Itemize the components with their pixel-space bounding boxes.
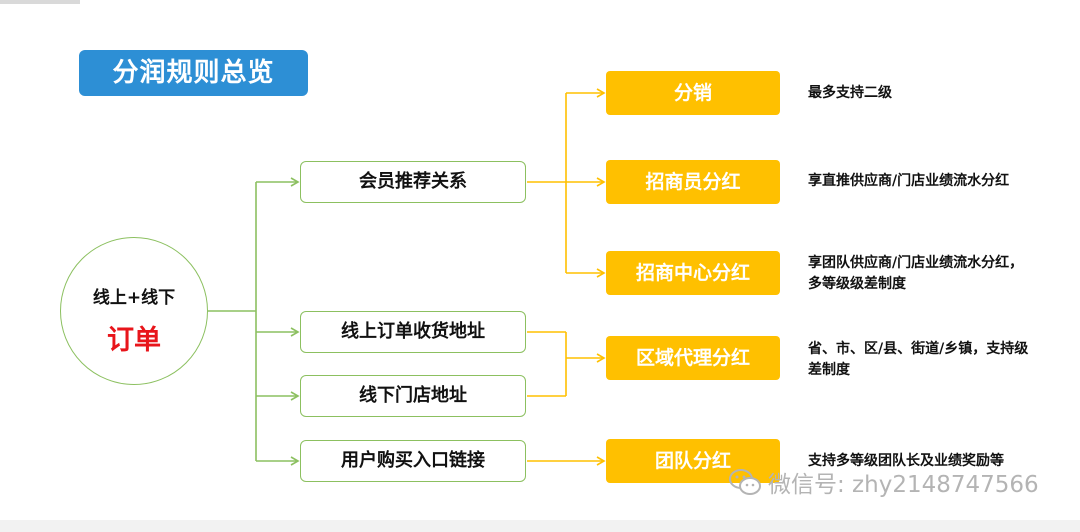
node-recruitment-center-bonus: 招商中心分红 <box>606 251 780 295</box>
node-online-address: 线上订单收货地址 <box>300 311 526 353</box>
node-member-referral: 会员推荐关系 <box>300 161 526 203</box>
root-node-line1: 线上+线下 <box>92 288 176 308</box>
node-recruiter-bonus: 招商员分红 <box>606 160 780 204</box>
wechat-icon <box>729 469 761 495</box>
node-regional-agent-bonus: 区域代理分红 <box>606 336 780 380</box>
node-offline-store-address: 线下门店地址 <box>300 375 526 417</box>
yellow-connectors <box>527 88 606 466</box>
desc-recruiter-bonus: 享直推供应商/门店业绩流水分红 <box>808 173 1010 189</box>
desc-distribution: 最多支持二级 <box>808 85 892 101</box>
watermark-text: 微信号: zhy2148747566 <box>768 472 1039 498</box>
node-distribution: 分销 <box>606 71 780 115</box>
desc-recruitment-center-bonus: 享团队供应商/门店业绩流水分红，多等级级差制度 <box>808 255 1024 292</box>
root-node-order: 线上+线下 订单 <box>60 237 208 385</box>
top-edge-bar <box>0 0 80 4</box>
root-node-line2: 订单 <box>107 325 161 356</box>
desc-team-bonus: 支持多等级团队长及业绩奖励等 <box>808 453 1004 469</box>
green-connectors <box>208 177 300 466</box>
desc-regional-agent-bonus: 省、市、区/县、街道/乡镇，支持级差制度 <box>808 341 1029 378</box>
bottom-strip <box>0 520 1080 532</box>
node-purchase-entry-link: 用户购买入口链接 <box>300 440 526 482</box>
watermark: 微信号: zhy2148747566 <box>728 465 1058 499</box>
page-title: 分润规则总览 <box>79 50 308 96</box>
